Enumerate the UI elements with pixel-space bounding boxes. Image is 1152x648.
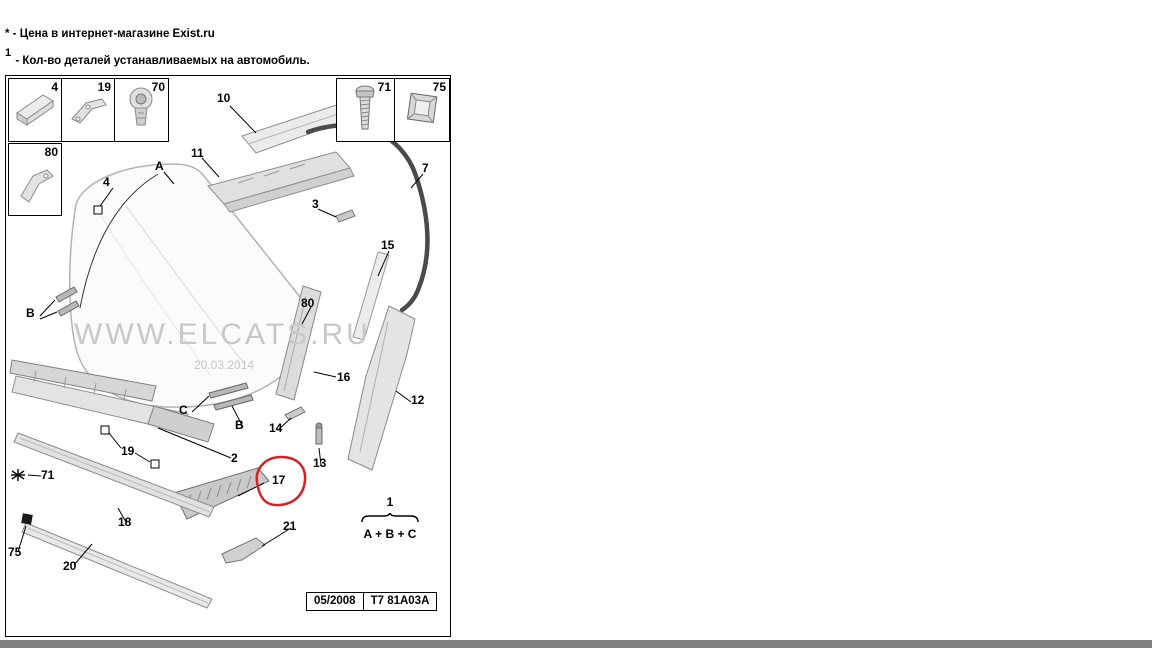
callout-15[interactable]: 15 <box>381 238 395 252</box>
inset-cell-19[interactable]: 19 <box>62 79 115 141</box>
parts-diagram: WWW.ELCATS.RU 20.03.2014 4 19 70 <box>5 75 451 637</box>
callout-21[interactable]: 21 <box>283 519 297 533</box>
inset-cell-71[interactable]: 71 <box>337 79 395 141</box>
callout-71[interactable]: 71 <box>41 468 55 482</box>
inset-label-75: 75 <box>432 80 446 94</box>
callout-20[interactable]: 20 <box>63 559 77 573</box>
strip-15-shape <box>352 251 390 341</box>
inset-label-4: 4 <box>51 80 58 94</box>
block-part-icon <box>16 94 54 126</box>
inset-cell-75[interactable]: 75 <box>395 79 449 141</box>
hood-shape <box>69 163 311 408</box>
callout-11[interactable]: 11 <box>191 146 204 160</box>
callout-80[interactable]: 80 <box>301 296 315 310</box>
note-price: * - Цена в интернет-магазине Exist.ru <box>5 28 215 40</box>
callout-3[interactable]: 3 <box>312 197 319 211</box>
callout-B1[interactable]: B <box>26 306 35 320</box>
callout-C[interactable]: C <box>179 403 188 417</box>
callout-75[interactable]: 75 <box>8 545 22 559</box>
inset-cell-4[interactable]: 4 <box>9 79 62 141</box>
legend-formula: A + B + C <box>363 527 417 542</box>
bracket-part-icon <box>71 98 107 124</box>
inset-box-top-left: 4 19 70 <box>8 78 169 142</box>
callout-2[interactable]: 2 <box>231 451 238 465</box>
grommet-part-icon <box>129 87 153 126</box>
note-quantity-text: - Кол-во деталей устанавливаемых на авто… <box>12 54 310 67</box>
bracket-14-shape <box>284 406 306 421</box>
callout-14[interactable]: 14 <box>269 421 283 435</box>
grille-17-shape <box>173 467 270 520</box>
inset-label-19: 19 <box>97 80 111 94</box>
part-3-shape <box>335 209 356 223</box>
bracket80-part-icon <box>20 169 54 203</box>
inset-box-80: 80 <box>8 143 62 216</box>
clip-75-shape <box>21 513 33 525</box>
callout-4[interactable]: 4 <box>103 175 110 189</box>
footer-code: T7 81A03A <box>370 595 430 607</box>
cowl-2-shape <box>9 359 157 402</box>
callout-B2[interactable]: B <box>235 418 244 432</box>
inset-label-80: 80 <box>44 145 58 159</box>
screw-71-shape <box>11 469 25 481</box>
callout-17[interactable]: 17 <box>272 473 286 487</box>
callout-7[interactable]: 7 <box>422 161 429 175</box>
leader-lines <box>17 105 424 566</box>
trim-16-shape <box>275 285 322 401</box>
callout-10[interactable]: 10 <box>217 91 231 105</box>
callout-13[interactable]: 13 <box>313 456 327 470</box>
fastener-c-shape <box>208 382 249 399</box>
callout-12[interactable]: 12 <box>411 393 425 407</box>
callout-18[interactable]: 18 <box>118 515 132 529</box>
note-quantity: 1 - Кол-во деталей устанавливаемых на ав… <box>5 47 310 67</box>
watermark-site: WWW.ELCATS.RU <box>74 318 371 351</box>
highlight-circle-17 <box>255 455 307 507</box>
inset-label-70: 70 <box>151 80 165 94</box>
fastener-square-markers <box>93 205 160 469</box>
watermark-date: 20.03.2014 <box>194 358 255 372</box>
fastener-b-shape <box>55 286 78 303</box>
callout-16[interactable]: 16 <box>337 370 351 384</box>
inset-label-71: 71 <box>377 80 391 94</box>
exploded-view-art <box>9 97 430 609</box>
legend-count: 1 <box>386 495 394 509</box>
footer-code-box: 05/2008 T7 81A03A <box>306 592 438 611</box>
footer-date: 05/2008 <box>307 593 364 610</box>
inset-cell-80[interactable]: 80 <box>9 144 61 215</box>
legend-abc: 1 A + B + C <box>352 495 428 542</box>
callout-A[interactable]: A <box>155 159 164 173</box>
inset-cell-70[interactable]: 70 <box>115 79 168 141</box>
seal-7-shape <box>305 123 430 313</box>
bracket-21-shape <box>221 537 266 564</box>
screw-part-icon <box>355 85 375 130</box>
leader-curve-a <box>79 173 159 309</box>
callout-19[interactable]: 19 <box>121 444 135 458</box>
note-quantity-sup: 1 <box>5 47 12 59</box>
overbrace-icon <box>361 510 419 523</box>
inset-box-top-right: 71 75 <box>336 78 450 142</box>
clip-part-icon <box>406 92 438 124</box>
bottom-divider-bar <box>0 640 1152 648</box>
